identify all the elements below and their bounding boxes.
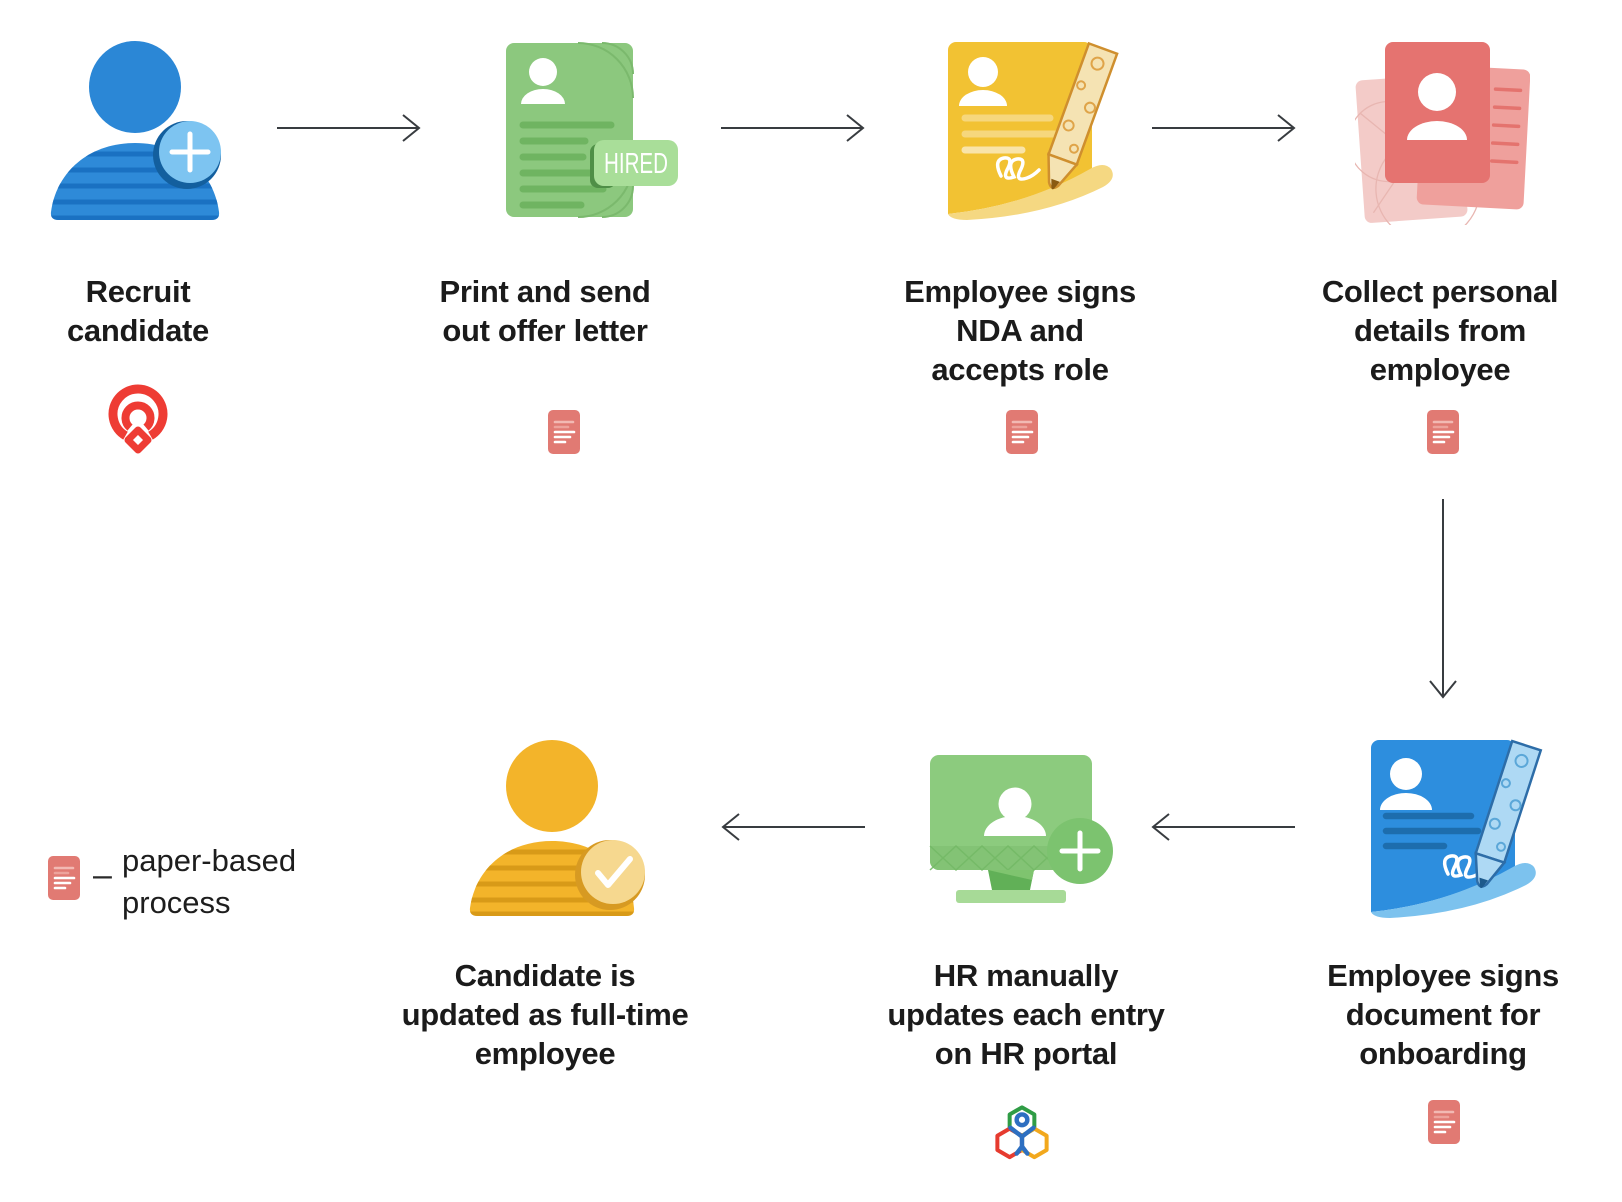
step-label-hr-portal-update: HR manually updates each entry on HR por… [836, 956, 1216, 1073]
label-line: Print and send [439, 274, 651, 309]
offer-letter-green-icon: HIRED [506, 42, 678, 218]
onboarding-sign-blue-icon [1371, 739, 1543, 918]
step-label-sign-nda: Employee signs NDA and accepts role [850, 272, 1190, 389]
step-label-collect-details: Collect personal details from employee [1270, 272, 1610, 389]
paper-document-icon [1428, 1100, 1460, 1144]
legend-paper-document-icon [48, 856, 80, 900]
label-line: Candidate is [454, 958, 636, 993]
label-line: Employee signs [1327, 958, 1559, 993]
label-line: details from [1353, 313, 1527, 348]
label-line: out offer letter [442, 313, 648, 348]
legend-line: process [122, 885, 231, 920]
zoho-people-logo [995, 1105, 1049, 1160]
step-label-print-offer-letter: Print and send out offer letter [375, 272, 715, 350]
label-line: employee [474, 1036, 616, 1071]
zoho-recruit-logo [108, 384, 168, 454]
person-add-blue-icon [50, 41, 221, 220]
arrow-left-icon [721, 813, 865, 841]
label-line: on HR portal [934, 1036, 1118, 1071]
paper-document-icon [1006, 410, 1038, 454]
label-line: updates each entry [887, 997, 1165, 1032]
legend-line: paper-based [122, 843, 297, 878]
step-label-sign-onboarding: Employee signs document for onboarding [1273, 956, 1613, 1073]
arrow-down-icon [1429, 499, 1457, 699]
arrow-right-icon [277, 114, 421, 142]
label-line: NDA and [956, 313, 1084, 348]
label-line: HR manually [933, 958, 1119, 993]
personal-docs-red-icon [1355, 42, 1530, 225]
nda-sign-yellow-icon [948, 41, 1119, 220]
hr-portal-monitor-green-icon [929, 755, 1113, 903]
step-label-recruit-candidate: Recruit candidate [0, 272, 288, 350]
legend-separator: – [93, 856, 112, 894]
label-line: updated as full-time [401, 997, 689, 1032]
label-line: Employee signs [904, 274, 1136, 309]
arrow-right-icon [1152, 114, 1296, 142]
label-line: candidate [66, 313, 209, 348]
paper-document-icon [1427, 410, 1459, 454]
label-line: employee [1369, 352, 1511, 387]
label-line: Recruit [85, 274, 191, 309]
step-label-full-time-employee: Candidate is updated as full-time employ… [350, 956, 740, 1073]
label-line: document for [1345, 997, 1541, 1032]
hired-badge-label: HIRED [604, 148, 668, 180]
paper-document-icon [548, 410, 580, 454]
arrow-right-icon [721, 114, 865, 142]
legend-label: paper-based process [122, 840, 362, 924]
label-line: onboarding [1359, 1036, 1527, 1071]
arrow-left-icon [1151, 813, 1295, 841]
label-line: accepts role [931, 352, 1109, 387]
label-line: Collect personal [1321, 274, 1559, 309]
employee-check-yellow-icon [469, 740, 645, 916]
